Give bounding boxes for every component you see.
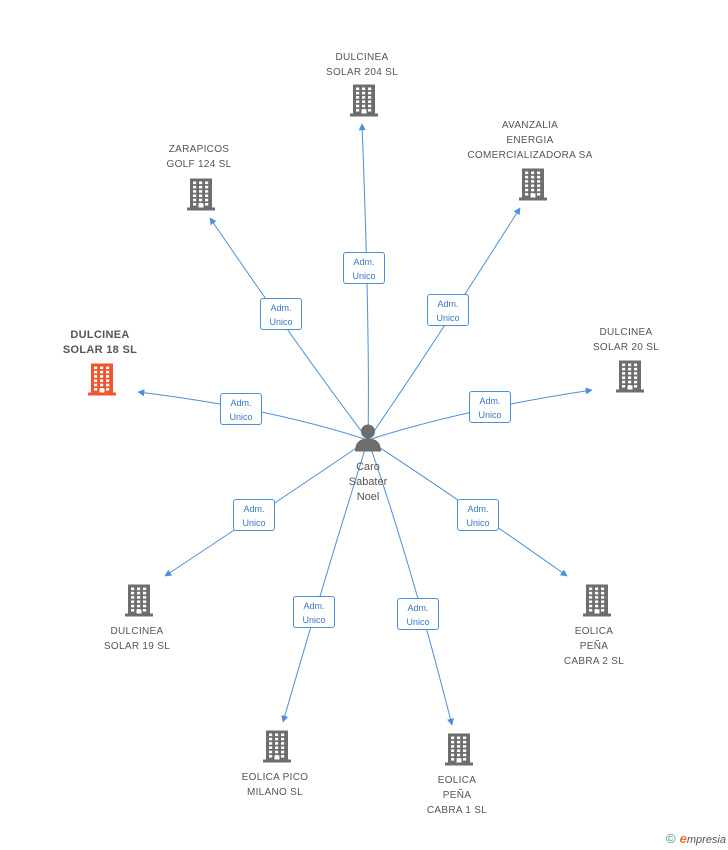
relation-badge-eolica-pena-cabra-1[interactable]: Adm. Unico	[397, 598, 439, 630]
relation-label-line: Adm.	[243, 504, 265, 514]
relation-label-line: Adm.	[303, 601, 325, 611]
relation-label-line: Adm.	[407, 603, 429, 613]
company-name-zarapicos[interactable]: ZARAPICOS GOLF 124 SL	[167, 142, 232, 172]
relation-badge-dulcinea-solar-19[interactable]: Adm. Unico	[233, 499, 275, 531]
relation-label-line: Unico	[466, 518, 490, 528]
company-name-line: AVANZALIA	[501, 120, 559, 131]
relation-label-line: Adm.	[437, 299, 459, 309]
company-name-line: SOLAR 19 SL	[103, 641, 171, 652]
company-name-line: MILANO SL	[246, 787, 304, 798]
relation-edge	[358, 123, 369, 441]
relation-label-line: Unico	[269, 317, 293, 327]
copyright-icon: ©	[666, 831, 676, 846]
building-icon[interactable]	[186, 177, 216, 216]
building-icon[interactable]	[444, 732, 474, 771]
company-name-dulcinea-solar-204[interactable]: DULCINEA SOLAR 204 SL	[326, 50, 398, 80]
relation-label-line: Unico	[229, 412, 253, 422]
footer-brand[interactable]: © empresia	[666, 831, 726, 846]
person-icon[interactable]	[353, 423, 383, 458]
relation-badge-dulcinea-solar-204[interactable]: Adm. Unico	[343, 252, 385, 284]
company-name-line: COMERCIALIZADORA SA	[467, 150, 593, 161]
company-name-line: SOLAR 20 SL	[592, 342, 660, 353]
company-name-line: DULCINEA	[599, 327, 653, 338]
relation-badge-zarapicos[interactable]: Adm. Unico	[260, 298, 302, 330]
company-name-dulcinea-solar-20[interactable]: DULCINEA SOLAR 20 SL	[593, 325, 659, 355]
company-name-eolica-pena-cabra-1[interactable]: EOLICA PEÑA CABRA 1 SL	[427, 773, 487, 818]
company-name-eolica-pico-milano[interactable]: EOLICA PICO MILANO SL	[242, 770, 309, 800]
relation-label-line: Unico	[478, 410, 502, 420]
company-name-line: DULCINEA	[335, 52, 389, 63]
relation-label-line: Adm.	[353, 257, 375, 267]
relation-edge	[209, 217, 369, 441]
relation-badge-eolica-pena-cabra-2[interactable]: Adm. Unico	[457, 499, 499, 531]
company-name-line: EOLICA PICO	[241, 772, 309, 783]
company-name-line: SOLAR 18 SL	[62, 344, 138, 356]
company-name-line: EOLICA	[437, 775, 477, 786]
relation-badge-dulcinea-solar-18[interactable]: Adm. Unico	[220, 393, 262, 425]
company-name-line: PEÑA	[442, 790, 472, 801]
relation-label-line: Unico	[242, 518, 266, 528]
relation-label-line: Unico	[436, 313, 460, 323]
relation-badge-dulcinea-solar-20[interactable]: Adm. Unico	[469, 391, 511, 423]
company-name-line: GOLF 124 SL	[166, 159, 232, 170]
building-icon[interactable]	[262, 729, 292, 768]
company-name-line: DULCINEA	[70, 329, 130, 341]
relation-edge	[367, 207, 521, 441]
relation-badge-eolica-pico-milano[interactable]: Adm. Unico	[293, 596, 335, 628]
building-icon[interactable]	[615, 359, 645, 398]
company-name-eolica-pena-cabra-2[interactable]: EOLICA PEÑA CABRA 2 SL	[564, 624, 624, 669]
company-name-avanzalia[interactable]: AVANZALIA ENERGIA COMERCIALIZADORA SA	[467, 118, 592, 163]
relation-edge	[367, 439, 454, 726]
relation-label-line: Unico	[302, 615, 326, 625]
relation-label-line: Adm.	[270, 303, 292, 313]
relation-badge-avanzalia[interactable]: Adm. Unico	[427, 294, 469, 326]
brand-logo: empresia	[679, 831, 726, 846]
relation-label-line: Unico	[352, 271, 376, 281]
company-name-line: ENERGIA	[506, 135, 554, 146]
relation-label-line: Adm.	[479, 396, 501, 406]
building-icon[interactable]	[87, 362, 117, 401]
company-name-line: PEÑA	[579, 641, 609, 652]
relation-label-line: Adm.	[230, 398, 252, 408]
center-name-line: Sabater	[348, 476, 388, 488]
company-name-line: DULCINEA	[110, 626, 164, 637]
company-name-line: ZARAPICOS	[168, 144, 230, 155]
company-name-line: CABRA 2 SL	[563, 656, 625, 667]
center-name-line: Noel	[356, 491, 380, 503]
center-person-name[interactable]: Caro Sabater Noel	[349, 460, 388, 505]
company-name-line: EOLICA	[574, 626, 614, 637]
company-name-line: SOLAR 204 SL	[326, 67, 398, 78]
company-name-dulcinea-solar-18[interactable]: DULCINEA SOLAR 18 SL	[63, 328, 137, 358]
building-icon[interactable]	[582, 583, 612, 622]
company-name-dulcinea-solar-19[interactable]: DULCINEA SOLAR 19 SL	[104, 624, 170, 654]
relation-label-line: Unico	[406, 617, 430, 627]
building-icon[interactable]	[349, 83, 379, 122]
building-icon[interactable]	[124, 583, 154, 622]
building-icon[interactable]	[518, 167, 548, 206]
relation-edge	[281, 439, 369, 723]
relation-label-line: Adm.	[467, 504, 489, 514]
center-name-line: Caro	[356, 461, 380, 473]
company-name-line: CABRA 1 SL	[426, 805, 488, 816]
